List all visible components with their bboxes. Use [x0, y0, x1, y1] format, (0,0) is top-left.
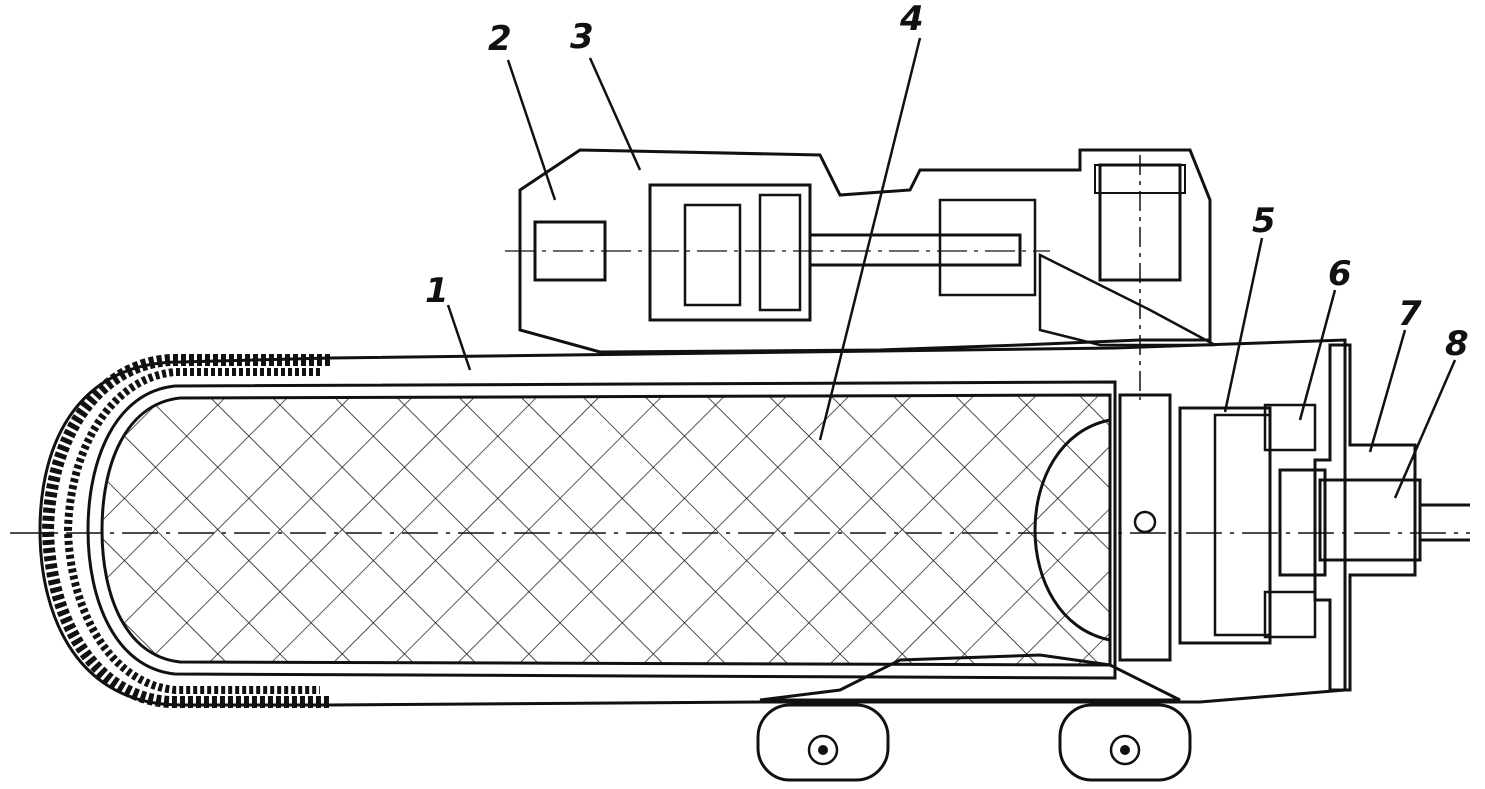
leader-8 — [1393, 359, 1457, 499]
callout-7: 7 — [1398, 294, 1422, 334]
callout-3: 3 — [570, 17, 594, 57]
diaphragm-plate — [1118, 393, 1172, 662]
igniter-plug — [1278, 468, 1327, 577]
valve-stem — [808, 233, 1022, 267]
leader-7 — [1368, 329, 1407, 453]
lug-hole-right — [1109, 734, 1141, 766]
callout-6: 6 — [1328, 254, 1352, 294]
mount-lug-left — [756, 703, 890, 782]
valve-filter — [683, 203, 742, 307]
leader-1 — [446, 304, 472, 371]
outer-wrap-layer — [41, 354, 330, 708]
gas-channel — [1038, 252, 1216, 347]
charge-core-hatch — [102, 395, 1110, 665]
mount-bracket — [759, 653, 1181, 702]
ring-bottom — [1263, 590, 1317, 639]
nozzle-block — [1178, 406, 1272, 645]
ring-top — [1263, 403, 1317, 452]
lug-hole-left — [807, 734, 839, 766]
leader-4 — [818, 37, 922, 441]
outer-wrap-layer-inner — [63, 368, 320, 694]
callout-2: 2 — [488, 19, 512, 59]
end-cap — [1313, 343, 1417, 692]
mount-lug-right — [1058, 703, 1192, 782]
lug-hole-left-inner — [818, 745, 828, 755]
valve-housing — [518, 148, 1212, 354]
leader-lines — [446, 37, 1457, 499]
charge-dome — [1033, 418, 1111, 642]
callout-1: 1 — [425, 271, 449, 311]
igniter-stem — [1318, 478, 1422, 562]
lug-hole-right-inner — [1120, 745, 1130, 755]
callout-4: 4 — [899, 0, 924, 39]
inner-liner — [86, 380, 1117, 680]
plate-center-hole — [1133, 510, 1157, 534]
leader-3 — [588, 57, 642, 171]
leader-2 — [506, 59, 557, 201]
leader-5 — [1223, 237, 1264, 413]
nozzle-insert — [1213, 413, 1272, 637]
valve-spool — [758, 193, 802, 312]
leader-6 — [1298, 289, 1337, 421]
callout-5: 5 — [1252, 201, 1276, 241]
callout-8: 8 — [1445, 324, 1469, 364]
valve-seat — [938, 198, 1037, 297]
